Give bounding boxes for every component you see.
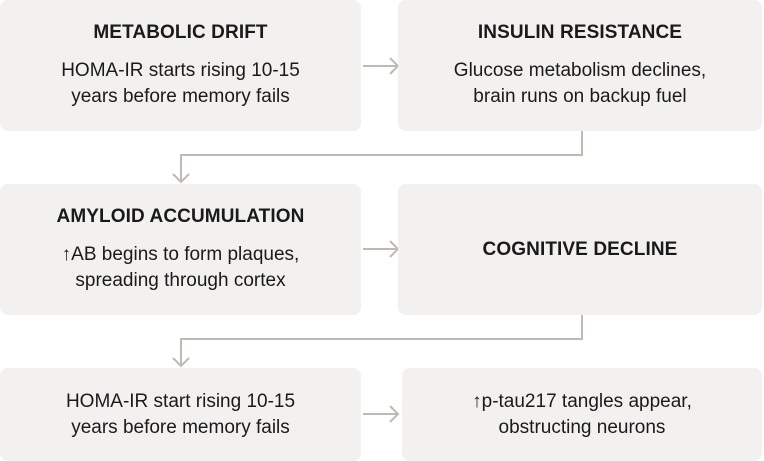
arrow-right-row2 (363, 240, 400, 258)
elbow-connector-row1-row2 (172, 131, 583, 184)
step-description: ↑AB begins to form plaques, spreading th… (62, 242, 300, 294)
step-insulin-resistance: INSULIN RESISTANCE Glucose metabolism de… (398, 0, 762, 131)
step-description-line: Glucose metabolism declines, (453, 59, 707, 81)
step-description: Glucose metabolism declines, brain runs … (454, 58, 706, 110)
step-homa-ir: HOMA-IR start rising 10-15 years before … (0, 368, 361, 461)
step-cognitive-decline: COGNITIVE DECLINE (398, 184, 762, 315)
step-title: COGNITIVE DECLINE (482, 238, 678, 260)
step-description-line: obstructing neurons (498, 416, 666, 438)
step-description-line: ↑AB begins to form plaques, (61, 243, 300, 265)
step-description: HOMA-IR start rising 10-15 years before … (66, 389, 295, 441)
step-description-line: brain runs on backup fuel (473, 85, 687, 107)
step-description-line: HOMA-IR starts rising 10-15 (61, 59, 300, 81)
arrow-right-row3 (363, 405, 400, 423)
step-title: METABOLIC DRIFT (93, 21, 268, 43)
step-title: INSULIN RESISTANCE (477, 21, 683, 43)
elbow-connector-row2-row3 (172, 315, 583, 368)
step-description-line: years before memory fails (71, 416, 290, 438)
step-description-line: spreading through cortex (75, 269, 286, 291)
step-description-line: ↑p-tau217 tangles appear, (472, 390, 692, 412)
step-p-tau217: ↑p-tau217 tangles appear, obstructing ne… (402, 368, 762, 461)
step-description-line: HOMA-IR start rising 10-15 (65, 390, 296, 412)
step-description: ↑p-tau217 tangles appear, obstructing ne… (472, 389, 692, 441)
step-metabolic-drift: METABOLIC DRIFT HOMA-IR starts rising 10… (0, 0, 361, 131)
arrow-right-row1 (363, 57, 400, 75)
step-amyloid-accumulation: AMYLOID ACCUMULATION ↑AB begins to form … (0, 184, 361, 315)
step-description: HOMA-IR starts rising 10-15 years before… (61, 58, 300, 110)
step-description-line: years before memory fails (71, 85, 290, 107)
step-title: AMYLOID ACCUMULATION (56, 205, 305, 227)
